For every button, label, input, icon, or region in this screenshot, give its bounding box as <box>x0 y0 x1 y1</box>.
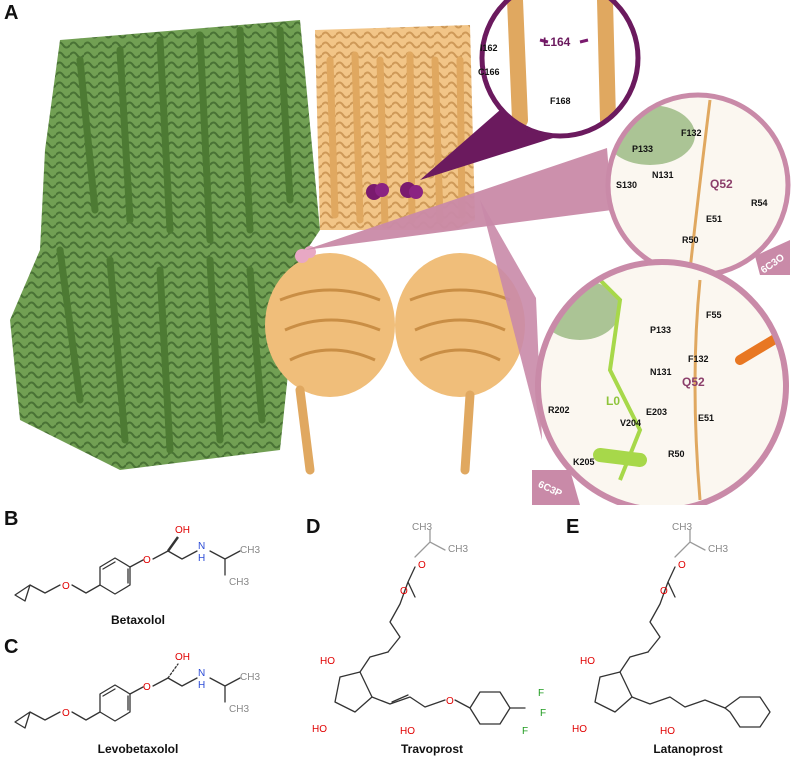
panel-label-c: C <box>4 636 19 658</box>
travoprost-atom-ho3: HO <box>400 726 415 737</box>
bottom-zoom-residue-6: V204 <box>620 418 641 428</box>
latanoprost-atom-ho3: HO <box>660 726 675 737</box>
bottom-zoom-residue-7: E51 <box>698 413 714 423</box>
betaxolol-atom-o: O <box>62 581 70 592</box>
top-zoom-residue-0: I162 <box>480 43 498 53</box>
levobetaxolol-atom-ch3b: CH3 <box>229 704 249 715</box>
bottom-zoom-circle: 6C3P Q52 L0 F55 P133 F132 N131 R202 E203… <box>532 259 789 505</box>
orange-protein-subunit <box>265 25 525 475</box>
betaxolol-atom-ch3a: CH3 <box>240 545 260 556</box>
top-zoom-main-residue: L164 <box>543 35 571 49</box>
levobetaxolol-atom-o: O <box>62 708 70 719</box>
bottom-zoom-residue-4: R202 <box>548 405 570 415</box>
latanoprost-atom-ho2: HO <box>572 724 587 735</box>
mid-zoom-residue-1: P133 <box>632 144 653 154</box>
betaxolol-atom-ch3b: CH3 <box>229 577 249 588</box>
panel-label-e: E <box>566 516 580 538</box>
travoprost-atom-o1: O <box>418 560 426 571</box>
travoprost-atom-ho2: HO <box>312 724 327 735</box>
mid-zoom-key-residue: Q52 <box>710 177 733 191</box>
panel-label-b: B <box>4 508 19 530</box>
mid-zoom-residue-2: S130 <box>616 180 637 190</box>
mid-zoom-circle: 6C3O Q52 F132 P133 S130 N131 E51 R54 R50 <box>605 92 791 278</box>
latanoprost-atom-o1: O <box>678 560 686 571</box>
travoprost-atom-f3: F <box>522 726 528 737</box>
latanoprost-name: Latanoprost <box>653 742 723 756</box>
mid-zoom-residue-5: R54 <box>751 198 768 208</box>
green-protein-subunit <box>10 20 320 470</box>
betaxolol-structure: O O OH N H CH3 CH3 <box>14 525 260 602</box>
travoprost-atom-f1: F <box>538 688 544 699</box>
mid-zoom-residue-0: F132 <box>681 128 702 138</box>
mid-zoom-residue-6: R50 <box>682 235 699 245</box>
betaxolol-atom-o2: O <box>143 555 151 566</box>
latanoprost-atom-ch3b: CH3 <box>708 544 728 555</box>
levobetaxolol-name: Levobetaxolol <box>97 742 179 756</box>
bottom-zoom-residue-2: F132 <box>688 354 709 364</box>
protein-structure-figure: L164 I162 C166 F168 6C3O Q52 F132 P133 S… <box>10 0 791 505</box>
betaxolol-name: Betaxolol <box>110 613 165 627</box>
levobetaxolol-atom-oh: OH <box>175 652 190 663</box>
travoprost-atom-ch3a: CH3 <box>412 522 432 533</box>
travoprost-atom-o2: O <box>400 586 408 597</box>
mid-zoom-connector <box>305 148 612 250</box>
latanoprost-structure: O O HO HO HO CH3 CH3 <box>572 522 771 737</box>
panel-label-d: D <box>306 516 321 538</box>
travoprost-atom-f2: F <box>540 708 546 719</box>
bottom-zoom-residue-0: F55 <box>706 310 722 320</box>
latanoprost-atom-ho1: HO <box>580 656 595 667</box>
levobetaxolol-atom-o2: O <box>143 682 151 693</box>
levobetaxolol-atom-n: N <box>198 668 205 679</box>
betaxolol-atom-h: H <box>198 553 205 564</box>
travoprost-structure: O O O HO HO HO CH3 CH3 F F F <box>312 522 546 737</box>
bottom-zoom-residue-5: E203 <box>646 407 667 417</box>
levobetaxolol-atom-ch3a: CH3 <box>240 672 260 683</box>
levobetaxolol-atom-h: H <box>198 680 205 691</box>
travoprost-atom-ch3b: CH3 <box>448 544 468 555</box>
bottom-zoom-loop: L0 <box>606 394 620 408</box>
bottom-zoom-connector <box>480 200 542 440</box>
bottom-zoom-residue-9: R50 <box>668 449 685 459</box>
travoprost-name: Travoprost <box>400 742 463 756</box>
betaxolol-atom-oh: OH <box>175 525 190 536</box>
mid-zoom-residue-3: N131 <box>652 170 674 180</box>
travoprost-atom-ho1: HO <box>320 656 335 667</box>
panel-label-a: A <box>4 2 19 24</box>
bottom-zoom-residue-8: K205 <box>573 457 595 467</box>
bottom-zoom-residue-1: P133 <box>650 325 671 335</box>
betaxolol-atom-n: N <box>198 541 205 552</box>
latanoprost-atom-ch3a: CH3 <box>672 522 692 533</box>
latanoprost-atom-o2: O <box>660 586 668 597</box>
bottom-zoom-key-residue: Q52 <box>682 375 705 389</box>
travoprost-atom-o3: O <box>446 696 454 707</box>
top-zoom-residue-1: C166 <box>478 67 500 77</box>
top-zoom-circle: L164 I162 C166 F168 <box>478 0 641 139</box>
levobetaxolol-structure: O O OH N H CH3 CH3 <box>14 652 260 729</box>
bottom-zoom-residue-3: N131 <box>650 367 672 377</box>
mid-zoom-residue-4: E51 <box>706 214 722 224</box>
top-zoom-residue-2: F168 <box>550 96 571 106</box>
